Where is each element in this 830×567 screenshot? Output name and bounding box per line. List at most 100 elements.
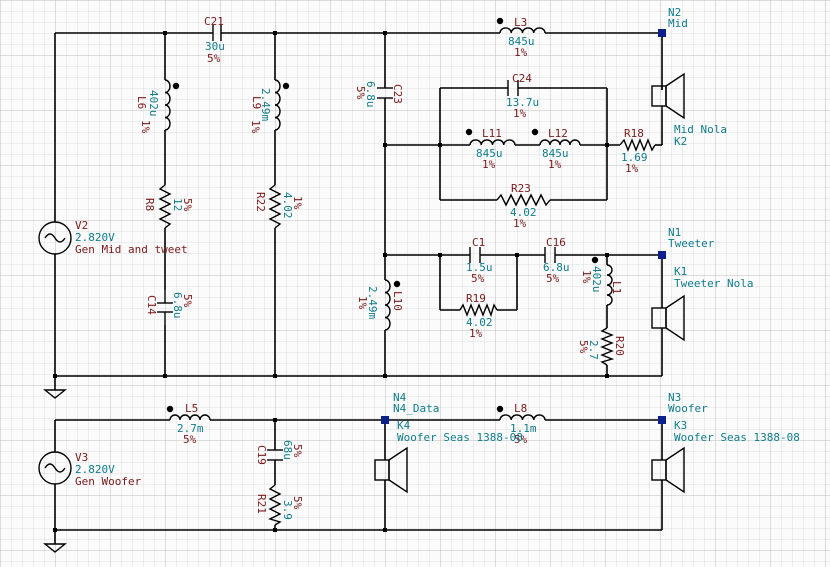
c1-value: 1.5u	[466, 261, 493, 274]
junction	[163, 374, 167, 378]
k4-ref: K4	[397, 419, 411, 432]
inductor-l11[interactable]	[465, 128, 516, 146]
r21-tol: 5%	[291, 496, 304, 510]
node-n3-marker[interactable]	[658, 416, 666, 424]
n2-name: Mid	[668, 17, 688, 30]
c23-ref: C23	[391, 84, 404, 104]
r23-ref: R23	[511, 182, 531, 195]
inductor-l12[interactable]	[531, 128, 581, 146]
junction	[605, 253, 609, 257]
junction	[163, 31, 167, 35]
l10-value: 2.49m	[366, 286, 379, 319]
junction-dots	[53, 31, 609, 532]
resistor-r21[interactable]	[268, 484, 282, 526]
resistor-r20[interactable]	[600, 327, 615, 366]
c14-ref: C14	[145, 295, 158, 315]
speaker-k2[interactable]	[651, 72, 685, 120]
capacitor-c16[interactable]	[544, 247, 556, 263]
inductor-l8[interactable]	[496, 405, 546, 421]
r20-tol: 5%	[577, 340, 590, 354]
c19-ref: C19	[255, 445, 268, 465]
ground-symbol	[43, 389, 67, 399]
inductor-l10[interactable]	[384, 279, 401, 331]
k1-ref: K1	[674, 265, 687, 278]
node-n1-marker[interactable]	[658, 251, 666, 259]
inductor-l1[interactable]	[591, 256, 613, 306]
v3-value: 2.820V	[75, 463, 115, 476]
r8-value: 12	[171, 198, 184, 211]
l5-tol: 5%	[183, 433, 197, 446]
capacitor-c1[interactable]	[469, 247, 481, 263]
source-v2[interactable]	[38, 221, 72, 255]
r20-value: 2.7	[587, 340, 600, 360]
r22-ref: R22	[254, 192, 267, 212]
n2-ref: N2	[668, 6, 681, 19]
speaker-k4[interactable]	[374, 446, 408, 494]
l1-value: 402u	[590, 266, 603, 293]
k3-ref: K3	[674, 419, 687, 432]
r22-value: 4.02	[281, 192, 294, 219]
capacitor-c14[interactable]	[157, 290, 173, 325]
l1-tol: 1%	[580, 270, 593, 284]
k3-name: Woofer Seas 1388-08	[674, 431, 800, 444]
capacitor-c21[interactable]	[195, 25, 240, 41]
l9-ref: L9	[250, 96, 263, 109]
l9-value: 2.49m	[259, 88, 272, 121]
n1-name: Tweeter	[668, 237, 715, 250]
v2-name: Gen Mid and tweet	[75, 243, 188, 256]
resistor-r23[interactable]	[496, 193, 551, 207]
c24-value: 13.7u	[506, 96, 539, 109]
resistor-r19[interactable]	[459, 303, 498, 318]
l12-tol: 1%	[548, 158, 562, 171]
junction	[605, 374, 609, 378]
c14-tol: 5%	[181, 294, 194, 308]
c16-ref: C16	[546, 236, 566, 249]
l10-tol: 1%	[356, 296, 369, 310]
r19-tol: 1%	[469, 327, 483, 340]
k2-ref: K2	[674, 135, 687, 148]
node-n2-marker[interactable]	[658, 29, 666, 37]
r23-value: 4.02	[510, 206, 537, 219]
resistor-r22[interactable]	[268, 184, 282, 229]
c23-value: 6.8u	[364, 81, 377, 108]
r19-ref: R19	[466, 292, 486, 305]
capacitor-c23[interactable]	[377, 87, 393, 99]
v2-ref: V2	[75, 219, 88, 232]
c24-tol: 1%	[513, 107, 527, 120]
l5-value: 2.7m	[177, 422, 204, 435]
inductor-l5[interactable]	[166, 405, 211, 421]
speaker-k3[interactable]	[651, 446, 685, 494]
junction	[438, 253, 442, 257]
c21-tol: 5%	[207, 52, 221, 65]
c16-tol: 5%	[546, 272, 560, 285]
resistor-r8[interactable]	[158, 184, 172, 229]
source-v3[interactable]	[38, 451, 72, 485]
c21-ref: C21	[204, 15, 224, 28]
v2-value: 2.820V	[75, 231, 115, 244]
c21-value: 30u	[205, 40, 225, 53]
junction	[515, 253, 519, 257]
capacitor-c24[interactable]	[507, 80, 519, 96]
r20-ref: R20	[613, 336, 626, 356]
c14-value: 6.8u	[171, 292, 184, 319]
junction	[273, 528, 277, 532]
r8-ref: R8	[143, 198, 156, 211]
speaker-k1[interactable]	[651, 294, 685, 342]
l8-tol: 5%	[514, 433, 528, 446]
l11-tol: 1%	[482, 158, 496, 171]
l8-value: 1.1m	[510, 422, 537, 435]
junction	[53, 528, 57, 532]
v3-name: Gen Woofer	[75, 475, 142, 488]
capacitor-c19[interactable]	[267, 449, 283, 461]
resistor-r18[interactable]	[619, 138, 656, 152]
inductor-l9[interactable]	[274, 79, 290, 131]
junction	[273, 31, 277, 35]
k4-name: Woofer Seas 1388-08	[397, 431, 523, 444]
l11-value: 845u	[476, 147, 503, 160]
net-nodes	[381, 29, 666, 424]
node-n4-marker[interactable]	[381, 416, 389, 424]
inductor-l3[interactable]	[496, 17, 546, 34]
junction	[273, 418, 277, 422]
inductor-l6[interactable]	[164, 79, 180, 131]
